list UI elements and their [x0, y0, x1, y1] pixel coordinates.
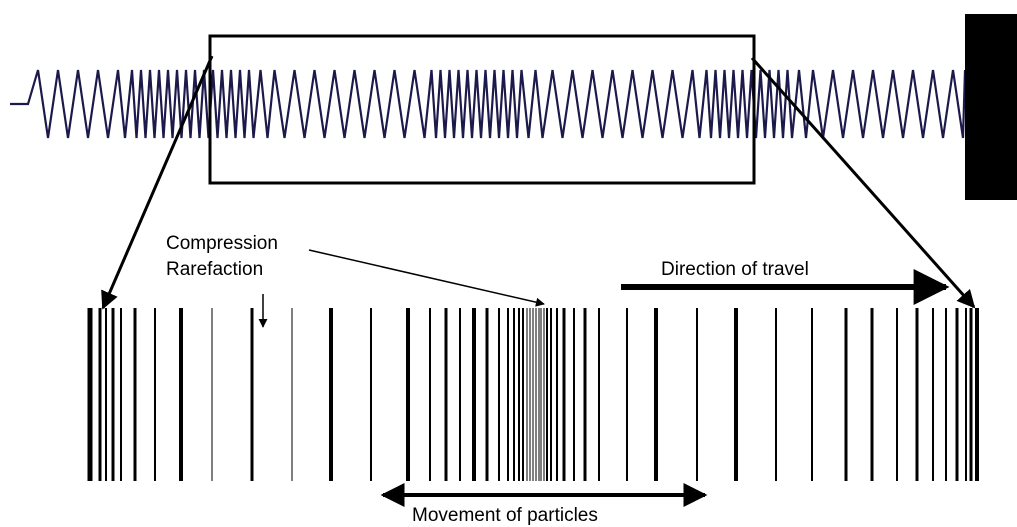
rarefaction-label: Rarefaction — [166, 259, 264, 280]
projection-line-left — [101, 55, 214, 310]
zoom-box — [208, 34, 756, 185]
wall-block — [965, 14, 1017, 200]
compression-pointer — [308, 249, 545, 307]
spring-coil — [10, 69, 967, 139]
projection-line-right — [750, 57, 976, 309]
movement-label: Movement of particles — [412, 505, 598, 526]
spring-zigzag — [10, 69, 967, 139]
particle-lines — [87, 308, 979, 481]
compression-label: Compression — [166, 233, 278, 254]
direction-label: Direction of travel — [661, 259, 809, 280]
